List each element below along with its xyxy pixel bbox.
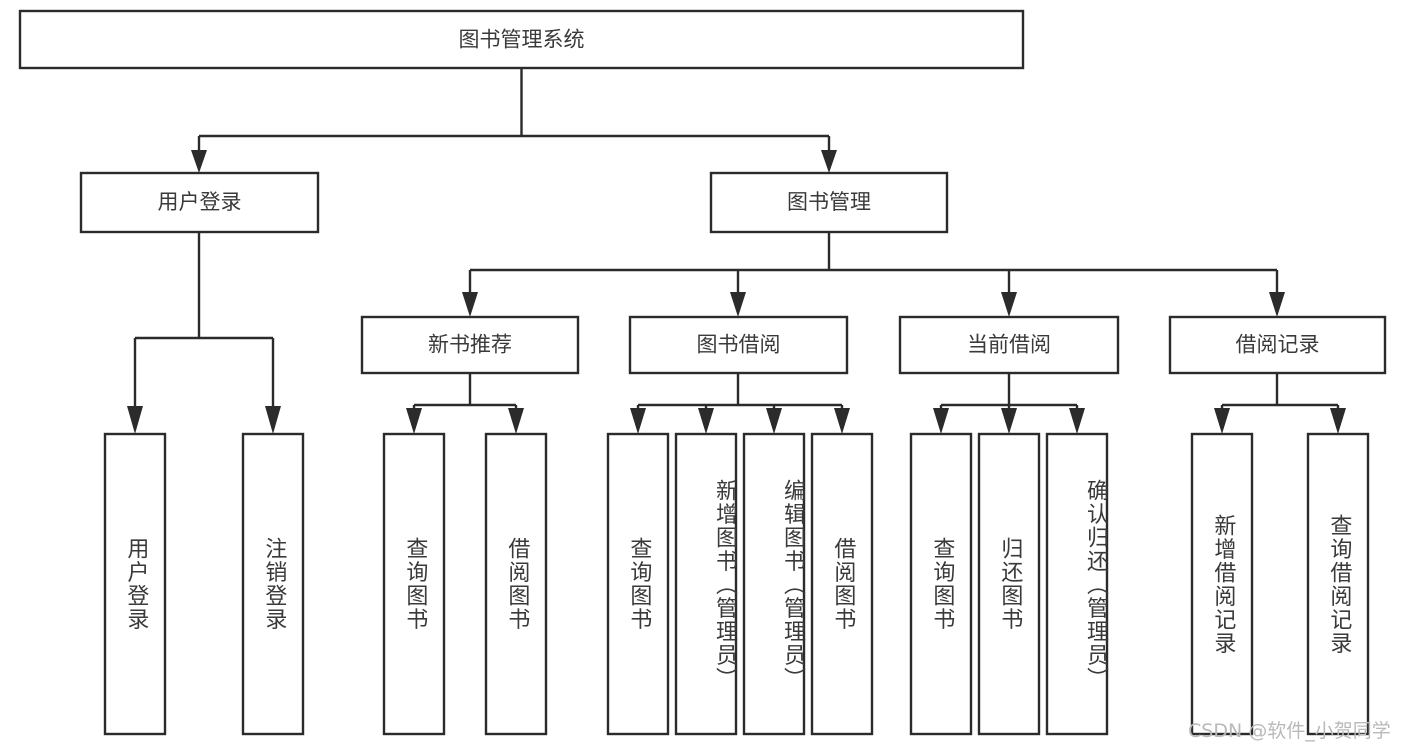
node-box-leaf-borrow-add[interactable] — [674, 432, 738, 736]
arrow-head-to-borrow-record — [1269, 292, 1285, 317]
node-box-leaf-borrow-edit[interactable] — [742, 432, 806, 736]
node-box-new-book[interactable] — [360, 315, 580, 375]
arrow-head-leaf-borrow-edit — [766, 408, 782, 434]
node-box-leaf-record-query[interactable] — [1306, 432, 1370, 736]
node-box-leaf-current-confirm[interactable] — [1045, 432, 1109, 736]
csdn-watermark: CSDN @软件_小贺同学 — [1188, 720, 1391, 742]
node-box-user-login[interactable] — [79, 171, 320, 234]
arrow-head-leaf-record-add — [1214, 408, 1230, 434]
arrow-head-leaf-borrow-add — [698, 408, 714, 434]
arrow-head-to-book-manage — [821, 150, 837, 173]
node-box-current-borrow[interactable] — [898, 315, 1120, 375]
arrow-head-leaf-logout — [265, 406, 281, 434]
arrow-head-leaf-newbook-query — [406, 408, 422, 434]
arrow-head-to-user-login — [191, 150, 207, 173]
arrow-head-leaf-user-login — [127, 406, 143, 434]
node-box-leaf-current-query[interactable] — [909, 432, 973, 736]
arrow-head-leaf-current-query — [933, 408, 949, 434]
node-box-leaf-current-return[interactable] — [977, 432, 1041, 736]
arrow-head-leaf-record-query — [1330, 408, 1346, 434]
node-box-leaf-user-login[interactable] — [103, 432, 167, 736]
node-label-book-borrow: 图书借阅 — [697, 333, 781, 357]
node-label-borrow-record: 借阅记录 — [1236, 333, 1320, 357]
arrow-head-leaf-newbook-borrow — [508, 408, 524, 434]
node-box-leaf-record-add[interactable] — [1190, 432, 1254, 736]
arrow-head-leaf-current-return — [1001, 408, 1017, 434]
arrow-head-leaf-borrow-lend — [834, 408, 850, 434]
connector-group-borrowrecord-to-leaves — [1214, 373, 1346, 434]
arrow-head-to-book-borrow — [730, 292, 746, 317]
connector-group-bookmanage-to-level3 — [462, 232, 1285, 317]
node-box-leaf-newbook-query[interactable] — [382, 432, 446, 736]
connector-group-currentborrow-to-leaves — [933, 373, 1085, 434]
node-label-root: 图书管理系统 — [459, 28, 585, 52]
connector-group-bookborrow-to-leaves — [630, 373, 850, 434]
connector-group-newbook-to-leaves — [406, 373, 524, 434]
node-box-leaf-borrow-lend[interactable] — [810, 432, 874, 736]
node-box-root[interactable] — [18, 9, 1025, 70]
arrow-head-to-new-book — [462, 292, 478, 317]
node-box-book-manage[interactable] — [709, 171, 949, 234]
node-label-user-login: 用户登录 — [158, 190, 242, 214]
node-box-leaf-borrow-query[interactable] — [606, 432, 670, 736]
arrow-head-leaf-borrow-query — [630, 408, 646, 434]
arrow-head-to-current-borrow — [1001, 292, 1017, 317]
arrow-head-leaf-current-confirm — [1069, 408, 1085, 434]
node-box-leaf-logout[interactable] — [241, 432, 305, 736]
node-box-leaf-newbook-borrow[interactable] — [484, 432, 548, 736]
connector-group-booklogin-to-leaves — [127, 232, 281, 434]
node-box-book-borrow[interactable] — [628, 315, 849, 375]
node-label-new-book: 新书推荐 — [428, 333, 512, 357]
connector-group-root-to-level2 — [191, 68, 837, 173]
node-label-current-borrow: 当前借阅 — [967, 333, 1051, 357]
node-label-book-manage: 图书管理 — [787, 190, 871, 214]
node-box-borrow-record[interactable] — [1168, 315, 1387, 375]
